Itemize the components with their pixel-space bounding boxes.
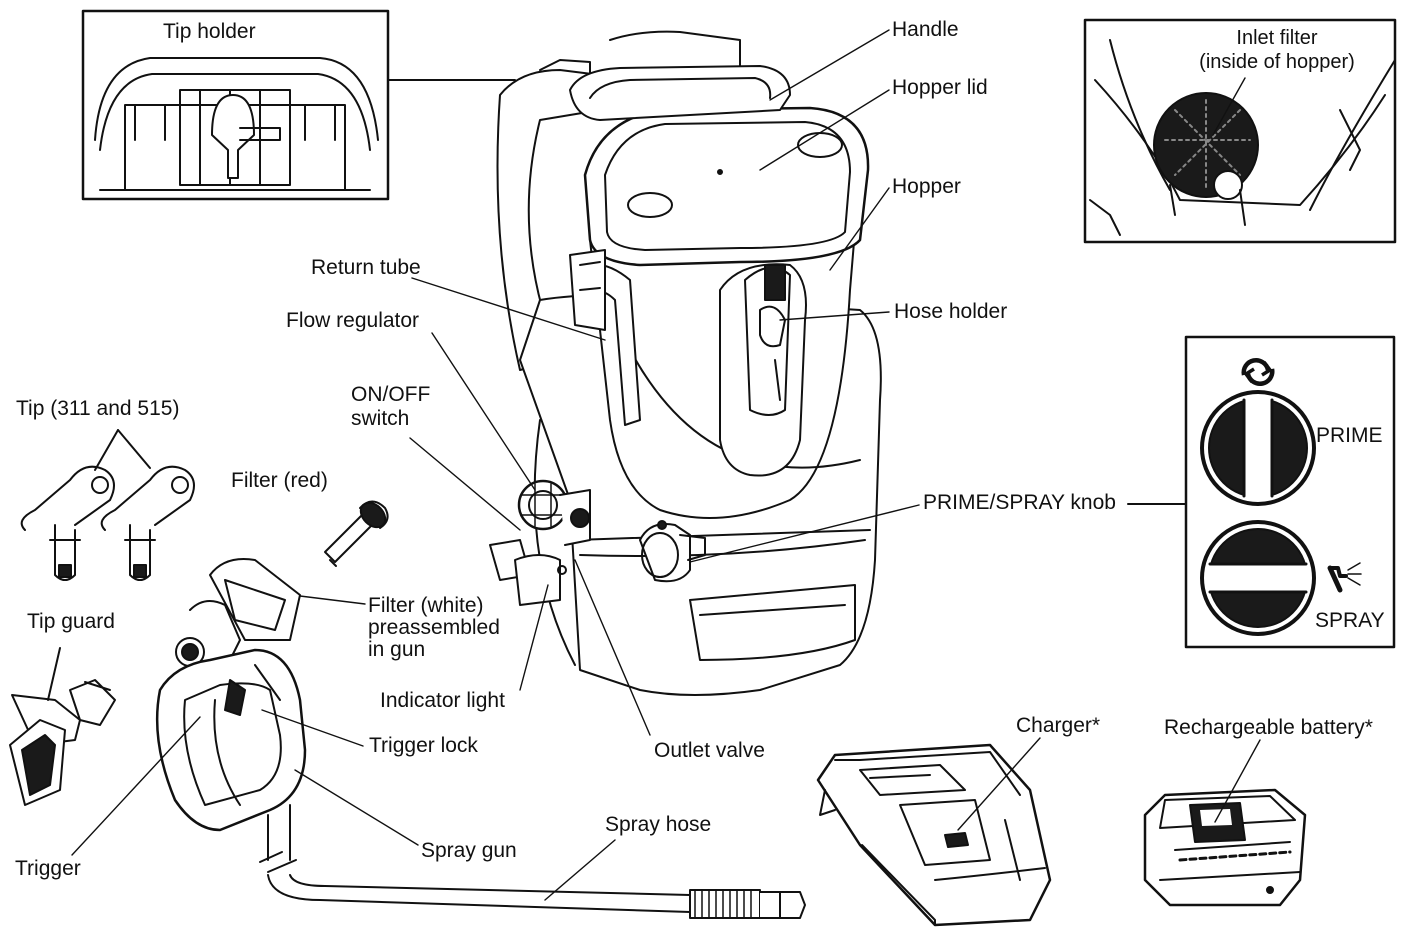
- label-trigger-lock: Trigger lock: [369, 734, 478, 757]
- spray-knob: [1200, 520, 1316, 636]
- label-hopper-lid: Hopper lid: [892, 76, 988, 99]
- label-inlet-filter-line2: (inside of hopper): [1199, 51, 1355, 73]
- tips: [20, 429, 195, 581]
- charger: [816, 743, 1052, 927]
- label-tip: Tip (311 and 515): [16, 397, 180, 420]
- label-filter-white-line2: preassembled: [368, 616, 500, 639]
- rechargeable-battery: [1143, 788, 1307, 907]
- tip-guard: [9, 679, 116, 806]
- spray-gun-icon: [1327, 562, 1362, 593]
- sprayer-unit: [489, 30, 882, 696]
- label-flow-regulator: Flow regulator: [286, 309, 420, 332]
- label-spray: SPRAY: [1315, 609, 1385, 632]
- label-tip-guard: Tip guard: [27, 610, 115, 633]
- label-spray-hose: Spray hose: [605, 813, 712, 836]
- inlet-filter-inset: [1083, 18, 1397, 244]
- label-handle: Handle: [892, 18, 959, 41]
- label-hose-holder: Hose holder: [894, 300, 1008, 323]
- label-rechargeable-battery: Rechargeable battery*: [1164, 716, 1373, 739]
- prime-knob: [1200, 390, 1316, 506]
- label-outlet-valve: Outlet valve: [654, 739, 765, 762]
- spray-hose: [259, 804, 806, 919]
- label-indicator-light: Indicator light: [380, 689, 505, 712]
- label-filter-red: Filter (red): [231, 469, 328, 492]
- label-inlet-filter-line1: Inlet filter: [1236, 27, 1318, 49]
- label-on-off-line1: ON/OFF: [351, 383, 431, 406]
- rotate-arrows-icon: [1241, 358, 1275, 386]
- label-inlet-filter: Inlet filter (inside of hopper): [1185, 26, 1369, 74]
- prime-spray-knob-inset: [1127, 335, 1396, 649]
- label-on-off-line2: switch: [351, 407, 410, 430]
- label-charger: Charger*: [1016, 714, 1101, 737]
- label-return-tube: Return tube: [311, 256, 421, 279]
- label-filter-white-line3: in gun: [368, 638, 426, 661]
- filter-red: [324, 500, 389, 567]
- label-tip-holder: Tip holder: [163, 20, 256, 43]
- label-on-off-switch: ON/OFF switch: [351, 383, 430, 431]
- spray-gun: [155, 558, 307, 832]
- label-filter-white: Filter (white) preassembled in gun: [368, 595, 500, 661]
- leader-lines: [71, 29, 1261, 901]
- label-spray-gun: Spray gun: [421, 839, 517, 862]
- label-prime: PRIME: [1316, 424, 1383, 447]
- label-prime-spray-knob: PRIME/SPRAY knob: [923, 491, 1116, 514]
- tip-holder-inset: [81, 9, 390, 201]
- label-hopper: Hopper: [892, 175, 961, 198]
- label-filter-white-line1: Filter (white): [368, 594, 484, 617]
- label-trigger: Trigger: [15, 857, 81, 880]
